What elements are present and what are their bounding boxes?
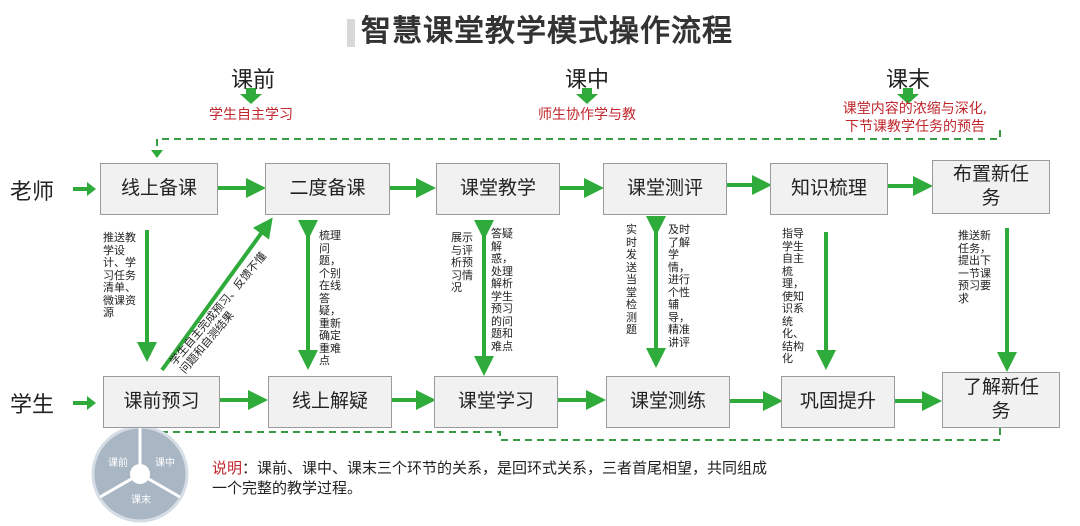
phase-down-arrows xyxy=(240,88,919,104)
phase-desc-end: 课堂内容的浓缩与深化, 下节课教学任务的预告 xyxy=(800,100,1030,136)
link-text-6: 实时发送当堂检测题 xyxy=(626,223,637,336)
phase-desc-mid: 师生协作学与教 xyxy=(538,107,636,123)
cycle-diagram: 课前 课中 课末 xyxy=(91,425,189,523)
phase-desc-pre: 学生自主学习 xyxy=(209,107,293,123)
student-step-3: 课堂学习 xyxy=(434,376,558,428)
student-row-arrows xyxy=(220,390,942,411)
explanation-note: 说明：课前、课中、课末三个环节的关系，是回环式关系，三者首尾相望，共同组成一个完… xyxy=(212,458,1032,498)
note-text-line1: ：课前、课中、课末三个环节的关系，是回环式关系，三者首尾相望，共同组成 xyxy=(242,459,768,477)
role-arrows xyxy=(73,182,96,410)
link-text-5: 答疑解惑，处理解析学生预习的问题和难点 xyxy=(491,227,513,353)
student-role-arrow xyxy=(73,396,96,410)
link-arrow-2 xyxy=(160,217,273,372)
phase-label-end: 课末 xyxy=(885,68,930,93)
phase-label-pre: 课前 xyxy=(230,68,275,93)
teacher-step-6: 布置新任务 xyxy=(932,160,1050,214)
top-dashed-loop xyxy=(156,130,1001,152)
link-text-3: 梳理问题，个别在线答疑，重新确定重难点 xyxy=(319,229,341,367)
phase-arrow-end xyxy=(897,88,919,104)
teacher-step-4: 课堂测评 xyxy=(603,163,727,215)
phase-label-mid: 课中 xyxy=(564,68,609,93)
student-step-4: 课堂测练 xyxy=(606,376,730,428)
cycle-label-end: 课末 xyxy=(131,493,151,506)
role-student: 学生 xyxy=(10,393,55,418)
note-label: 说明 xyxy=(212,459,243,477)
link-arrows xyxy=(137,216,1017,376)
teacher-step-1: 线上备课 xyxy=(100,163,218,215)
link-text-8: 指导学生自主梳理，使知识系统化、结构化 xyxy=(782,227,804,365)
bottom-dashed-loop xyxy=(153,428,1001,441)
role-teacher: 老师 xyxy=(10,180,55,205)
link-text-4: 展示与评析预习情况 xyxy=(451,231,473,294)
student-step-1: 课前预习 xyxy=(103,376,220,428)
phase-desc-end-line2: 下节课教学任务的预告 xyxy=(845,119,985,135)
phase-arrow-pre xyxy=(240,88,262,104)
student-step-2: 线上解疑 xyxy=(268,376,392,428)
cycle-label-pre: 课前 xyxy=(108,456,128,469)
cycle-label-mid: 课中 xyxy=(155,456,175,469)
note-text-line2: 一个完整的教学过程。 xyxy=(212,479,363,497)
top-dashed-arrowhead xyxy=(151,150,163,158)
title-text: 智慧课堂教学模式操作流程 xyxy=(361,14,733,49)
teacher-step-5: 知识梳理 xyxy=(770,163,888,215)
link-text-1: 推送教学设计、学习任务清单、微课资源 xyxy=(103,231,136,319)
link-text-9: 推送新任务，提出下一节课预习要求 xyxy=(958,229,991,305)
page-title: 智慧课堂教学模式操作流程 xyxy=(0,6,1080,50)
title-marker xyxy=(347,18,355,47)
student-step-6: 了解新任务 xyxy=(942,372,1060,428)
link-text-7: 及时了解学情，进行个性辅导，精准讲评 xyxy=(668,223,690,349)
teacher-row-arrows xyxy=(218,175,933,198)
teacher-role-arrow xyxy=(73,182,96,196)
phase-arrow-mid xyxy=(576,88,598,104)
teacher-step-2: 二度备课 xyxy=(265,163,390,215)
teacher-step-3: 课堂教学 xyxy=(436,163,560,215)
student-step-5: 巩固提升 xyxy=(781,376,895,428)
phase-desc-end-line1: 课堂内容的浓缩与深化, xyxy=(842,101,988,117)
